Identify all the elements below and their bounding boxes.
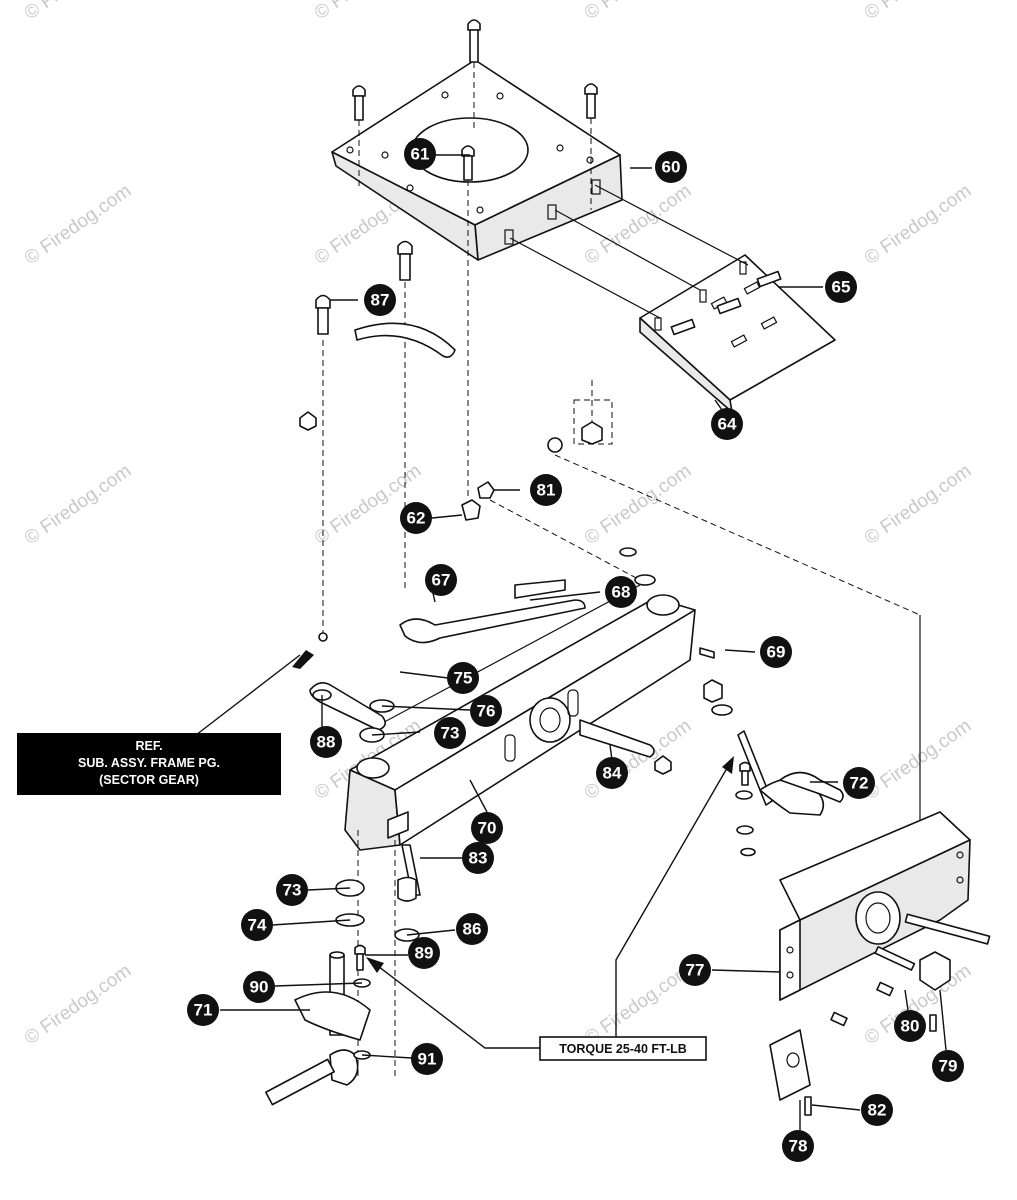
svg-text:90: 90 [250,978,269,997]
front-axle-beam-70 [344,584,696,851]
callout-77: 77 [679,954,711,986]
callout-67: 67 [425,564,457,596]
callout-84: 84 [596,757,628,789]
callout-87: 87 [364,284,396,316]
svg-text:71: 71 [194,1001,213,1020]
svg-text:86: 86 [463,920,482,939]
callouts: 60 61 65 87 64 81 62 67 68 69 75 76 73 8… [187,138,964,1162]
callout-70: 70 [471,812,503,844]
svg-text:73: 73 [283,881,302,900]
carriage-bolts-top [352,19,598,500]
svg-text:62: 62 [407,509,426,528]
watermark: © Firedog.com [861,180,975,269]
svg-text:72: 72 [850,774,869,793]
tie-rod-and-links [309,380,921,840]
bolt-87-and-nuts [299,240,481,642]
svg-text:61: 61 [411,145,430,164]
watermark: © Firedog.com [21,0,135,24]
reference-note-box: REF. SUB. ASSY. FRAME PG. (SECTOR GEAR) [17,733,281,795]
watermark: © Firedog.com [21,180,135,269]
svg-text:74: 74 [248,916,267,935]
svg-text:81: 81 [537,481,556,500]
watermark: © Firedog.com [581,960,695,1049]
bracket-64 [639,254,836,413]
callout-64: 64 [711,408,743,440]
svg-text:67: 67 [432,571,451,590]
callout-71: 71 [187,994,219,1026]
leader-lines [195,154,947,1130]
callout-91: 91 [411,1043,443,1075]
callout-82: 82 [861,1094,893,1126]
svg-text:75: 75 [454,669,473,688]
watermark: © Firedog.com [861,715,975,804]
svg-text:73: 73 [441,724,460,743]
svg-text:76: 76 [477,702,496,721]
callout-76: 76 [470,695,502,727]
callout-73-upper: 73 [434,717,466,749]
watermark: © Firedog.com [311,0,425,24]
svg-text:83: 83 [469,849,488,868]
callout-80: 80 [894,1010,926,1042]
svg-text:69: 69 [767,643,786,662]
callout-61: 61 [404,138,436,170]
svg-text:64: 64 [718,415,737,434]
callout-83: 83 [462,842,494,874]
ref-box-line-1: REF. [135,739,162,753]
callout-69: 69 [760,636,792,668]
callout-68: 68 [605,576,637,608]
svg-text:65: 65 [832,278,851,297]
callout-74: 74 [241,909,273,941]
callout-75: 75 [447,662,479,694]
watermark: © Firedog.com [581,0,695,24]
ref-box-background [17,733,281,795]
watermark: © Firedog.com [581,460,695,549]
ref-box-line-2: SUB. ASSY. FRAME PG. [78,756,220,770]
watermark: © Firedog.com [861,460,975,549]
watermark: © Firedog.com [21,460,135,549]
svg-text:60: 60 [662,158,681,177]
svg-text:82: 82 [868,1101,887,1120]
frame-bracket-77 [769,811,991,1116]
callout-86: 86 [456,913,488,945]
callout-90: 90 [243,971,275,1003]
svg-text:91: 91 [418,1050,437,1069]
svg-text:80: 80 [901,1017,920,1036]
svg-text:87: 87 [371,291,390,310]
callout-65: 65 [825,271,857,303]
spindle-72 [735,730,844,857]
spindle-71 [265,811,421,1106]
svg-text:88: 88 [317,733,336,752]
torque-note-box: TORQUE 25-40 FT-LB [539,1036,707,1061]
svg-text:78: 78 [789,1137,808,1156]
hex-bolts-65 [509,184,782,336]
callout-81: 81 [530,474,562,506]
svg-text:68: 68 [612,583,631,602]
watermark: © Firedog.com [21,960,135,1049]
svg-text:79: 79 [939,1057,958,1076]
callout-62: 62 [400,502,432,534]
callout-89: 89 [408,937,440,969]
callout-73-lower: 73 [276,874,308,906]
svg-text:70: 70 [478,819,497,838]
callout-78: 78 [782,1130,814,1162]
callout-60: 60 [655,151,687,183]
svg-text:89: 89 [415,944,434,963]
callout-88: 88 [310,726,342,758]
svg-text:77: 77 [686,961,705,980]
callout-79: 79 [932,1050,964,1082]
ref-box-line-3: (SECTOR GEAR) [99,773,199,787]
callout-72: 72 [843,767,875,799]
watermark: © Firedog.com [861,0,975,24]
torque-note-text: TORQUE 25-40 FT-LB [559,1042,687,1056]
svg-text:84: 84 [603,764,622,783]
